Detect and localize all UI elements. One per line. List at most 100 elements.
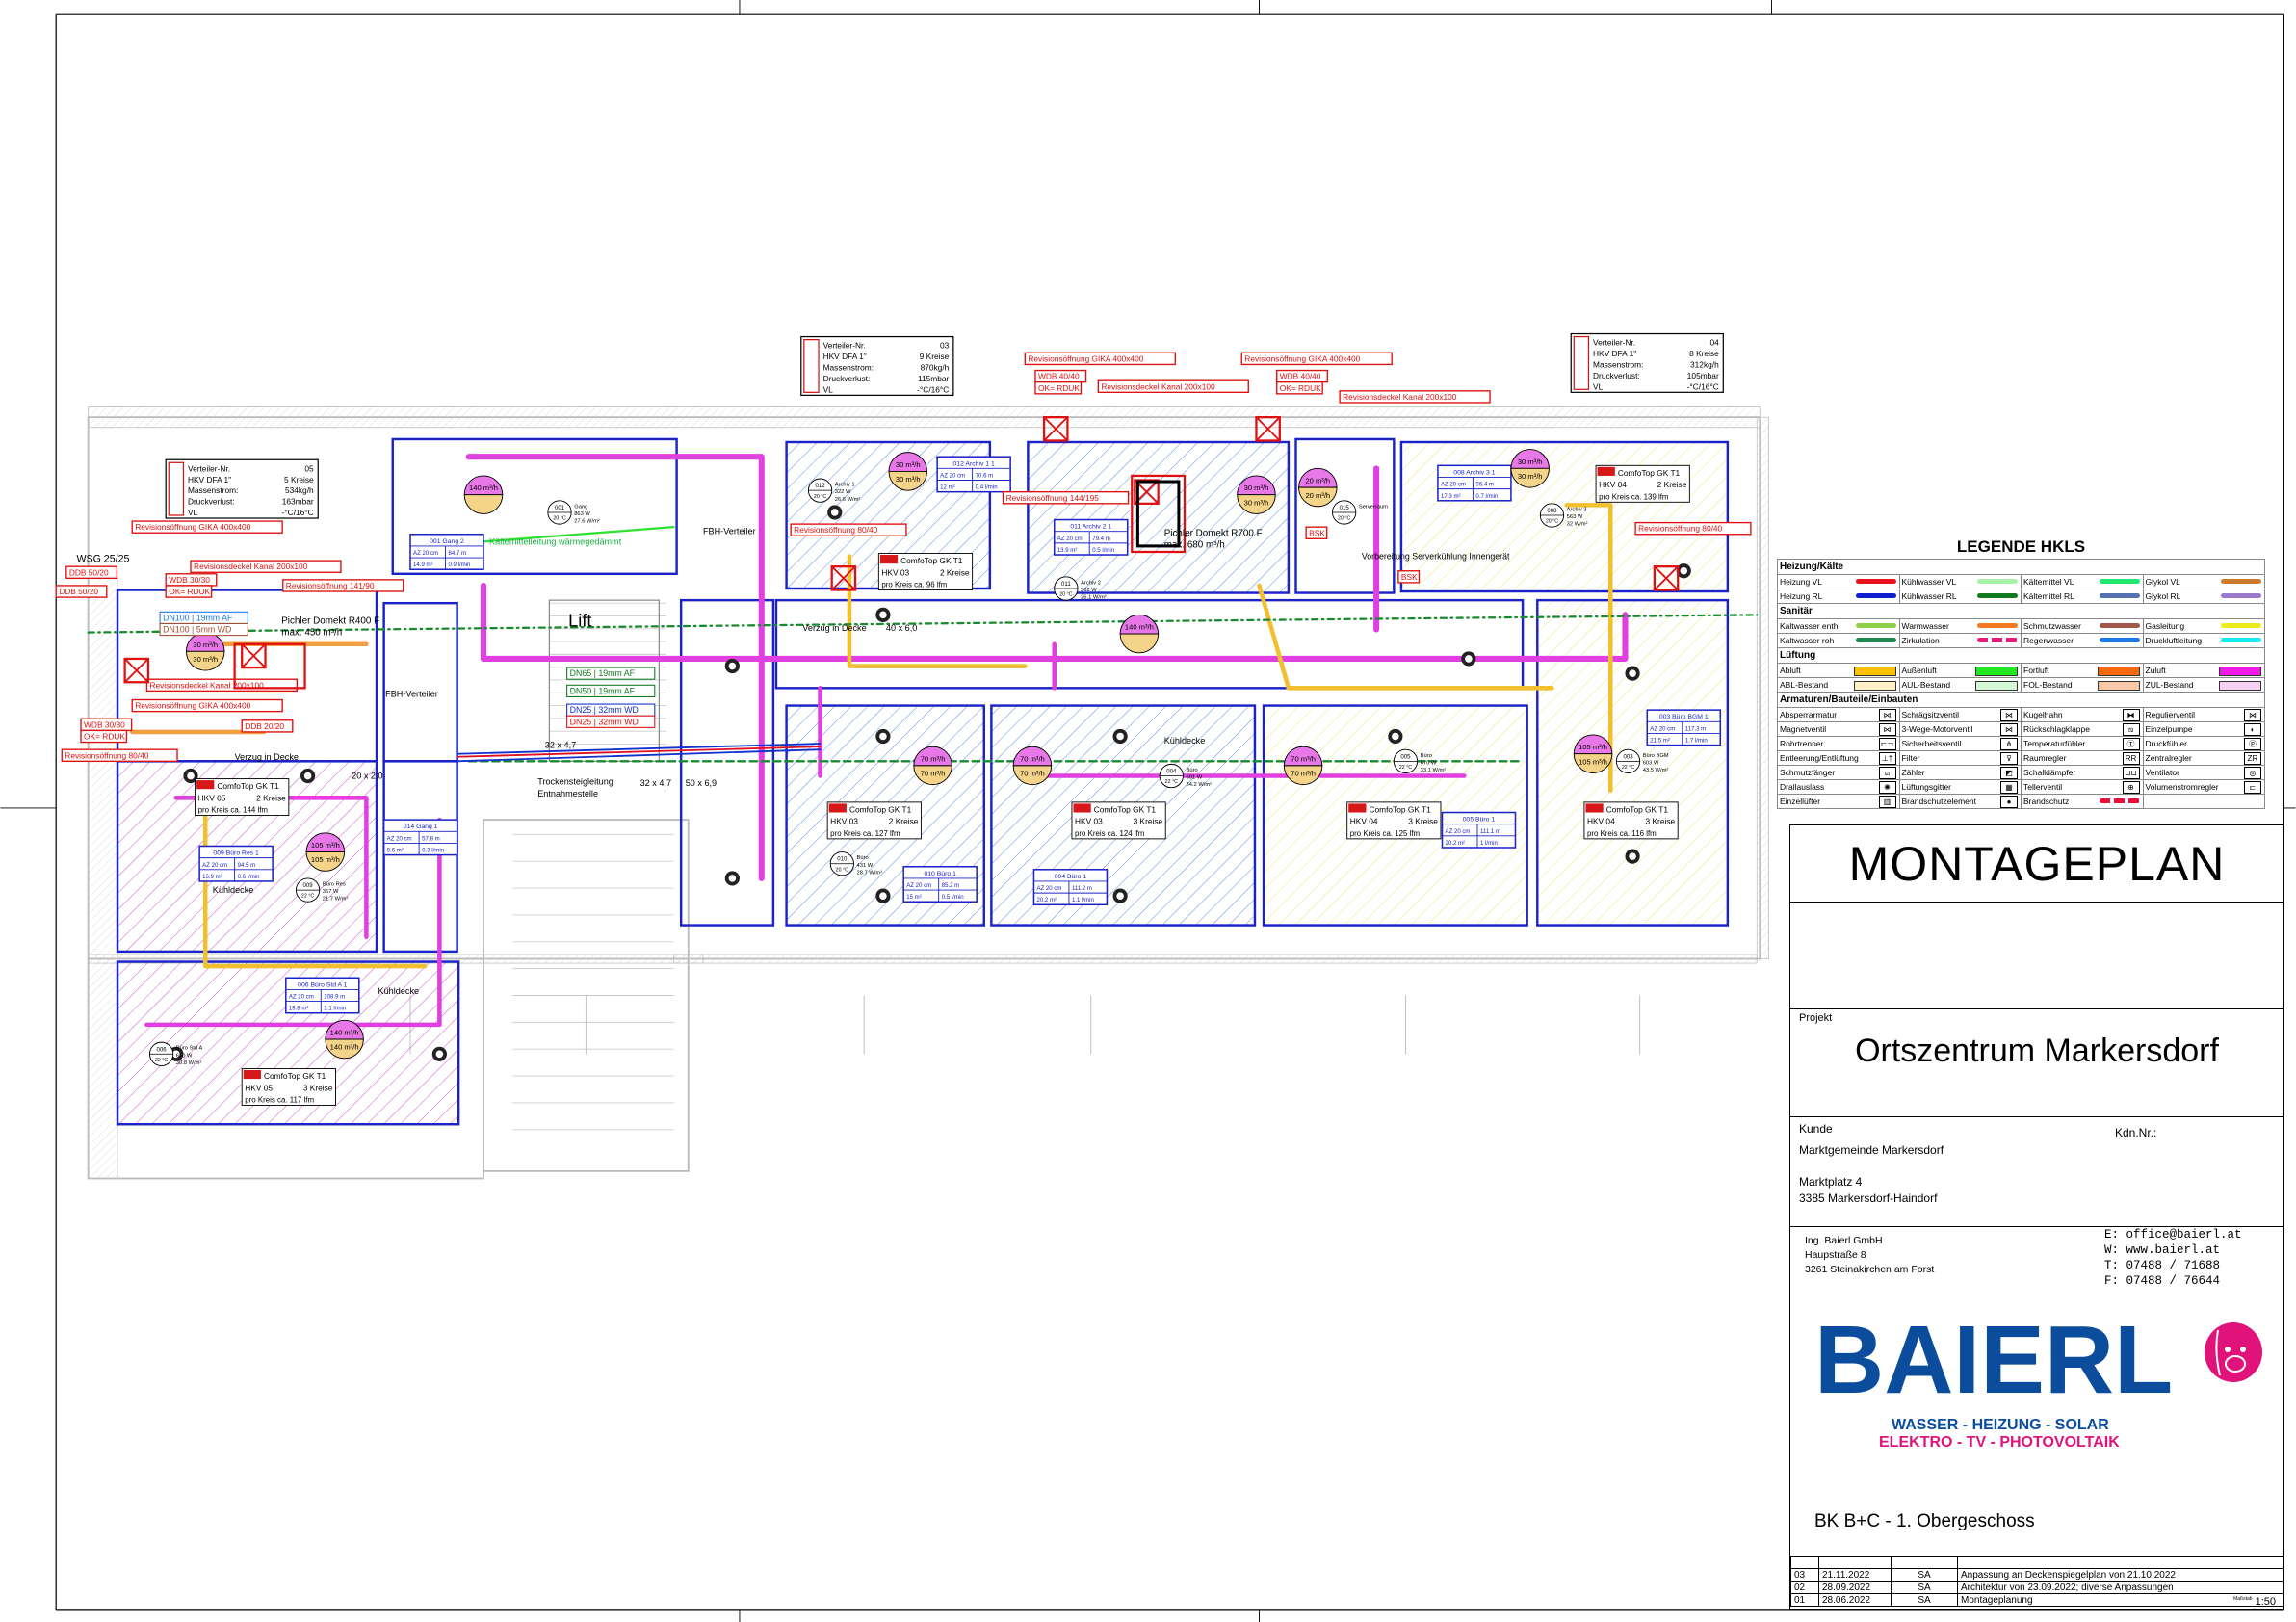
dn-frame: [566, 667, 656, 680]
revision-by: SA: [1891, 1593, 1958, 1607]
room-tag-length: 84.7 m: [449, 551, 467, 557]
ceiling-diffuser-icon: [875, 888, 891, 903]
legend-swatch: [1977, 579, 2018, 584]
legend-item-label: Filter: [1901, 753, 1920, 763]
revision-text: Anpassung an Deckenspiegelplan von 21.10…: [1957, 1568, 2283, 1582]
revision-cell: [1891, 1556, 1958, 1569]
legend-row: Einzellüfter▥Brandschutzelement●Brandsch…: [1777, 794, 2265, 809]
legend-swatch: [2099, 623, 2140, 628]
supply-airflow: 30 m³/h: [1518, 458, 1543, 466]
supply-half: [305, 832, 346, 853]
extract-half: [1510, 467, 1550, 488]
single-fan-icon: ▥: [1878, 796, 1896, 808]
unit-length: pro Kreis ca. 127 lfm: [830, 829, 900, 838]
company-web[interactable]: W: www.baierl.at: [2104, 1243, 2221, 1257]
plan-name: BK B+C - 1. Obergeschoss: [1814, 1511, 2035, 1531]
ceiling-diffuser-icon: [827, 505, 843, 520]
legend-item-label: Gasleitung: [2145, 621, 2185, 631]
supply-airflow: 70 m³/h: [1020, 754, 1045, 763]
annotation-frame: [80, 729, 128, 744]
legend-item-label: Temperaturfühler: [2023, 739, 2086, 748]
annotation-text: OK= RDUK: [84, 732, 125, 742]
wall-section: [1756, 416, 1769, 959]
extract-airflow: 30 m³/h: [896, 475, 921, 484]
plan-label: Verzug in Decke: [802, 623, 866, 633]
room-temperature: 22 °C: [301, 894, 314, 900]
distributor-key: Verteiler-Nr.: [823, 341, 866, 351]
zehnder-logo-icon: [1073, 803, 1091, 813]
legend-swatch: [1855, 638, 1896, 642]
room-temperature: 20 °C: [1338, 516, 1350, 522]
legend-item: [2142, 794, 2265, 809]
swirl-diffuser-icon: ✺: [1878, 781, 1896, 794]
legend-item: Zirkulation: [1898, 633, 2022, 648]
distributor-icon: [803, 338, 820, 393]
room-tag-frame: [1032, 869, 1109, 906]
dn-frame: [159, 622, 248, 637]
revision-annotation: WDB 30/30: [165, 573, 218, 587]
legend-item-label: Kaltwasser enth.: [1780, 621, 1840, 631]
heating-return: [456, 743, 822, 763]
legend-item: Heizung VL: [1777, 574, 1900, 589]
diffuser-core: [728, 662, 737, 670]
annotation-frame: [241, 719, 294, 733]
airflow-indicator: 30 m³/h30 m³/h: [1237, 475, 1276, 514]
room-heat-load: 610 W: [176, 1053, 193, 1059]
company-email[interactable]: E: office@baierl.at: [2104, 1228, 2242, 1242]
annotation-text: Revisionsdeckel Kanal 200x100: [194, 562, 308, 571]
legend-swatch: [1855, 579, 1896, 584]
room-tag-flow: 0.4 l/min: [976, 485, 998, 491]
distributor-value: 04: [1709, 338, 1719, 348]
annotation-frame: [1305, 526, 1328, 539]
room-heat-load: 431 W: [857, 863, 874, 869]
legend-item-label: Zähler: [1901, 768, 1925, 777]
legend-item: Gasleitung: [2142, 618, 2265, 634]
legend-swatch: [2221, 638, 2261, 642]
project-name: Ortszentrum Markersdorf: [1855, 1033, 2219, 1069]
legend-item-label: Regulierventil: [2145, 710, 2196, 719]
legend-item-label: Brandschutz: [2023, 797, 2070, 806]
legend-item: ZUL-Bestand: [2142, 677, 2265, 693]
room-tag-flow: 0.5 l/min: [1092, 548, 1114, 554]
room-tag-flow: 0.3 l/min: [422, 849, 444, 854]
room-tag-id: 014 Gang 1: [404, 824, 438, 830]
ceiling-diffuser-icon: [300, 768, 316, 784]
legend-item-label: Abluft: [1780, 666, 1801, 675]
supply-half: [913, 746, 952, 767]
room-tag-area: 9.6 m²: [387, 849, 404, 854]
revision-annotation: Revisionsdeckel Kanal 200x100: [145, 678, 299, 693]
legend-item-label: 3-Wege-Motorventil: [1901, 724, 1973, 734]
room-name: Archiv 1: [835, 483, 855, 488]
room-name: Büro: [1187, 768, 1198, 773]
baierl-logo: BAIERL WASSER - HEIZUNG - SOLAR ELEKTRO …: [1814, 1307, 2267, 1452]
legend-swatch: [1977, 638, 2018, 642]
annotation-text: DDB 50/20: [59, 587, 98, 596]
legend-swatch: [1853, 667, 1896, 676]
dn-text: DN100 | 5mm WD: [163, 625, 231, 635]
dn-text: DN25 | 32mm WD: [570, 717, 639, 726]
distributor-frame: [1570, 332, 1724, 393]
filter-icon: ⊽: [2000, 752, 2018, 765]
room-tag-id: 012 Archiv 1 1: [952, 460, 994, 467]
distributor-value: 9 Kreise: [920, 352, 950, 361]
legend-item-label: AUL-Bestand: [1901, 680, 1951, 690]
room-tag-frame: [198, 845, 274, 882]
ceiling-diffuser-icon: [183, 768, 198, 784]
revision-annotation: BSK: [1397, 570, 1421, 584]
legend-item: Zähler◩: [1898, 765, 2022, 780]
room-specific-load: 34.2 W/m²: [1187, 782, 1213, 788]
legend-swatch: [2097, 667, 2140, 676]
distributor-value: 534kg/h: [285, 485, 314, 495]
company-fax: F: 07488 / 76644: [2104, 1274, 2221, 1288]
ceiling-diffuser-icon: [431, 1046, 447, 1061]
company-street: Haupstraße 8: [1805, 1249, 1866, 1261]
annotation-frame: [65, 565, 118, 580]
unit-frame: [1071, 801, 1166, 840]
silencer-icon: ⊔⊔: [2122, 767, 2140, 779]
legend-item-label: Heizung VL: [1780, 577, 1822, 587]
